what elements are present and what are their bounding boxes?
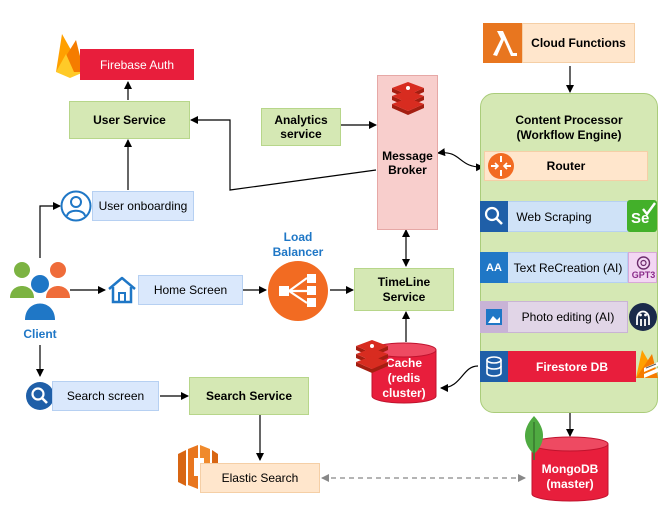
edge-broker-user-service	[190, 116, 377, 191]
search-icon	[25, 381, 55, 411]
firebase-auth-node: Firebase Auth	[80, 49, 194, 80]
gpt3-icon: GPT3	[628, 252, 657, 283]
edge-firestore-cache	[440, 365, 479, 392]
mongodb-label: MongoDB (master)	[541, 462, 599, 491]
redis-icon	[390, 82, 426, 116]
content-processor-label: Content Processor (Workflow Engine)	[515, 113, 623, 142]
client-label: Client	[23, 327, 57, 341]
database-icon	[480, 351, 508, 382]
firestore-icon	[634, 348, 660, 382]
edge-client-onboarding	[39, 202, 61, 258]
load-balancer-icon	[267, 260, 329, 322]
firebase-icon	[52, 32, 88, 78]
selenium-icon: Se	[627, 200, 657, 232]
selenium-text: Se	[631, 210, 650, 227]
search-screen-node: Search screen	[52, 381, 159, 411]
load-balancer-label: Load Balancer	[272, 230, 324, 259]
redis-cache-icon	[354, 340, 390, 374]
user-service-node: User Service	[69, 101, 190, 139]
home-screen-node: Home Screen	[138, 275, 243, 305]
user-onboarding-node: User onboarding	[92, 191, 194, 221]
router-icon	[487, 152, 515, 180]
octopus-ai-icon	[628, 301, 658, 333]
lambda-icon	[483, 23, 523, 63]
edge-broker-router	[437, 148, 484, 172]
mongodb-node: MongoDB (master)	[531, 436, 609, 502]
timeline-service-node: TimeLine Service	[354, 268, 454, 311]
photo-icon	[480, 301, 508, 333]
client-icon	[8, 258, 72, 324]
home-icon	[106, 275, 138, 305]
font-size-icon: AA	[480, 252, 508, 283]
mongodb-leaf-icon	[521, 414, 547, 462]
web-search-icon	[480, 201, 508, 232]
analytics-service-node: Analytics service	[261, 108, 341, 146]
cache-label: Cache (redis cluster)	[382, 356, 426, 400]
user-onboarding-icon	[60, 190, 92, 222]
elastic-search-node: Elastic Search	[200, 463, 320, 493]
font-icon-text: AA	[486, 261, 502, 274]
gpt3-text: GPT3	[631, 270, 656, 280]
cloud-functions-node: Cloud Functions	[522, 23, 635, 63]
search-service-node: Search Service	[189, 377, 309, 415]
message-broker-label: Message Broker	[382, 148, 433, 177]
